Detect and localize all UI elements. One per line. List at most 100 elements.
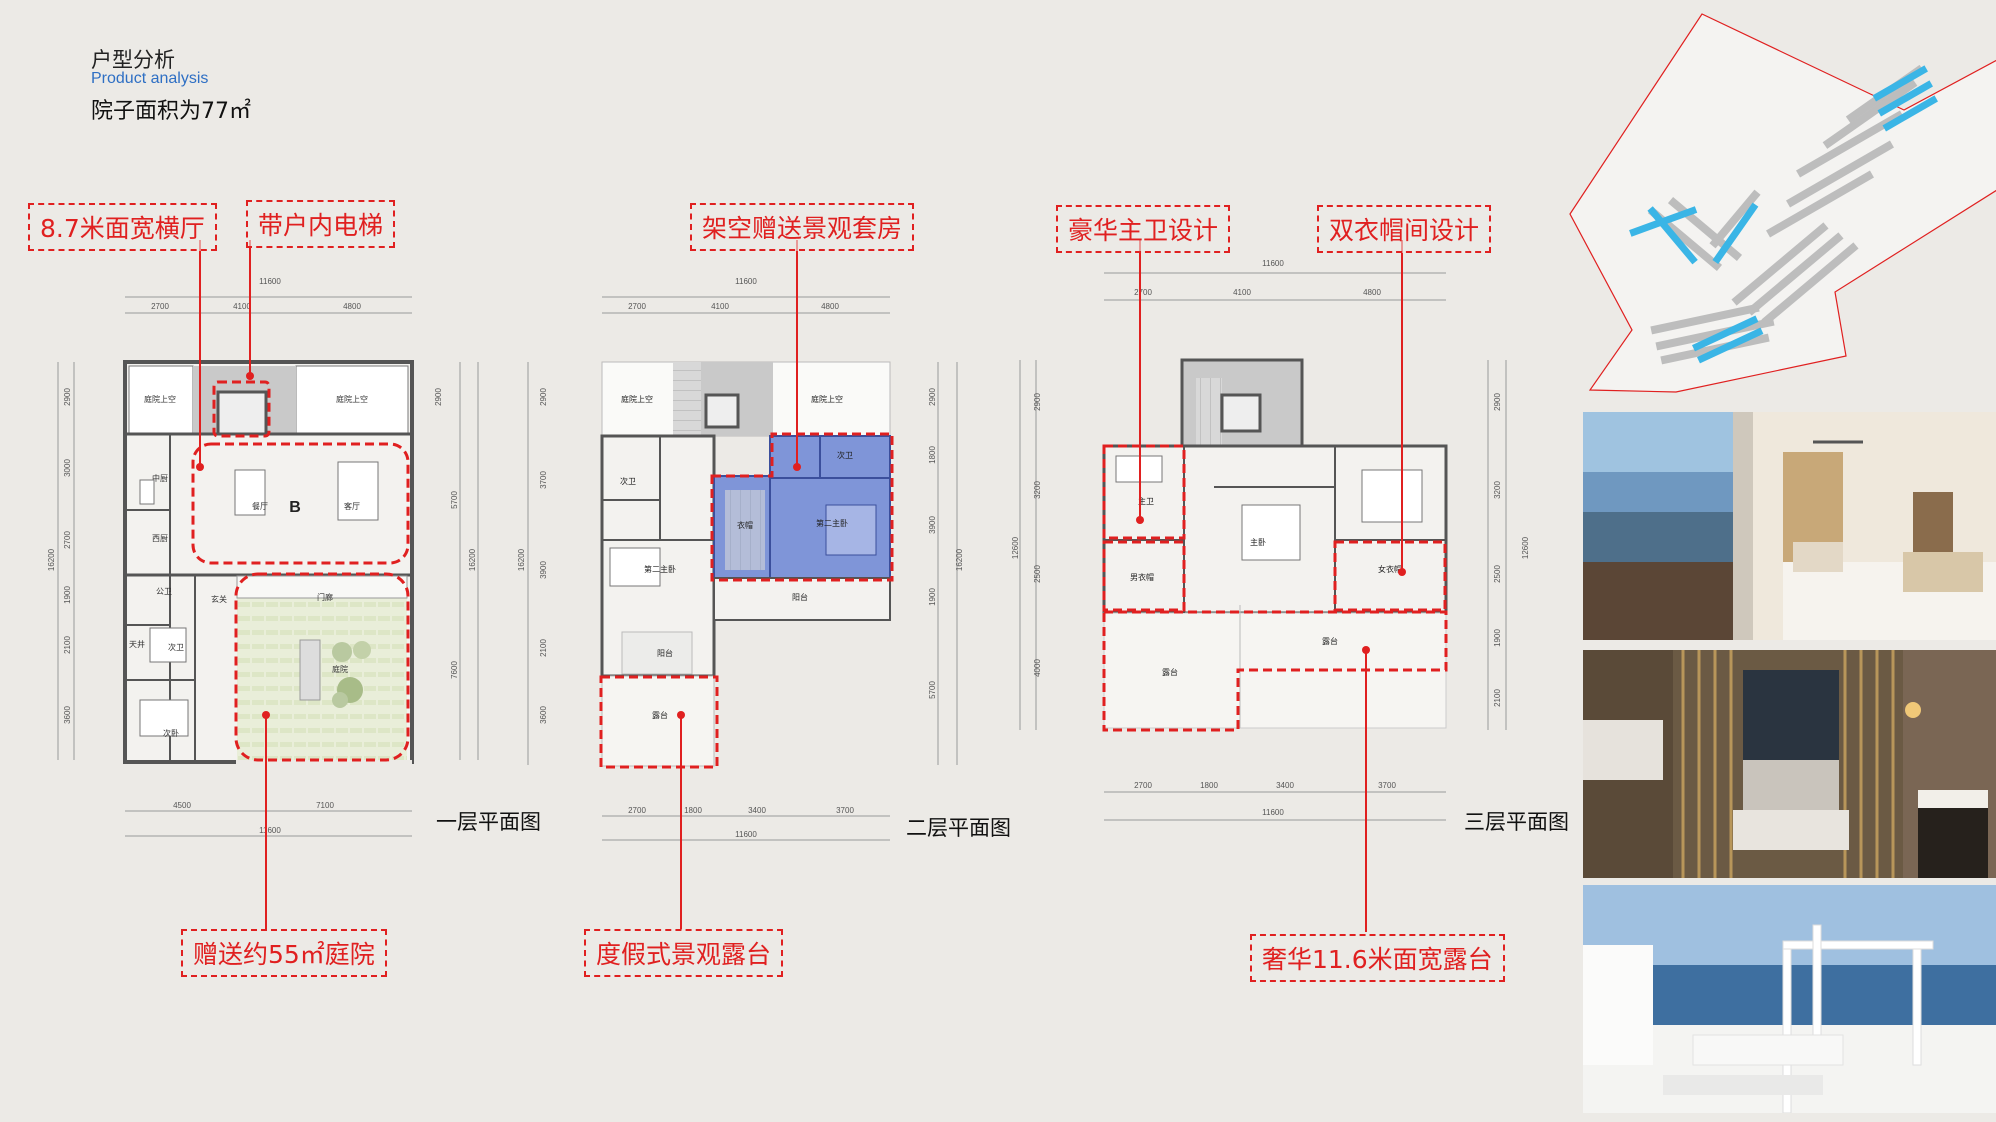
room-label: 露台 <box>652 710 668 720</box>
dim-top: 4100 <box>711 302 729 311</box>
dim-bottom: 3700 <box>836 806 854 815</box>
dim-right-total: 12600 <box>1521 536 1530 559</box>
dim-bottom-total: 11600 <box>259 826 281 835</box>
dim-right: 7600 <box>450 661 459 679</box>
room-label: 门廊 <box>317 592 333 602</box>
room-label: 庭院上空 <box>336 394 368 404</box>
floor-2-plan: 11600 2700 4100 4800 2700 1800 3400 3700… <box>517 240 964 930</box>
bedroom-photo <box>1583 412 1996 640</box>
dim-bottom: 2700 <box>628 806 646 815</box>
site-map <box>1569 13 1996 393</box>
dim-right: 2900 <box>928 388 937 406</box>
room-label: 阳台 <box>657 648 673 658</box>
room-label: 庭院上空 <box>621 394 653 404</box>
room-label: 中厨 <box>152 473 168 483</box>
dim-top: 4800 <box>1363 288 1381 297</box>
dim-right: 2900 <box>434 388 443 406</box>
dim-bottom-total: 11600 <box>1262 808 1284 817</box>
dim-bottom: 3700 <box>1378 781 1396 790</box>
terrace-photo <box>1583 885 1996 1113</box>
dim-right-total: 16200 <box>955 548 964 571</box>
yard-area-note: 院子面积为77㎡ <box>91 99 251 124</box>
room-label: 衣帽 <box>737 520 753 530</box>
dim-left: 4000 <box>1033 659 1042 677</box>
room-label: 女衣帽 <box>1378 564 1402 574</box>
dim-right: 1800 <box>928 446 937 464</box>
floor-1-label: 一层平面图 <box>436 810 541 834</box>
room-label: 露台 <box>1162 667 1178 677</box>
dim-left: 2100 <box>539 639 548 657</box>
callout-master-bath: 豪华主卫设计 <box>1056 205 1231 253</box>
room-label: 庭院 <box>332 664 348 674</box>
room-label: 餐厅 <box>252 502 268 511</box>
dim-left: 2500 <box>1033 565 1042 583</box>
room-label: 阳台 <box>792 592 808 602</box>
dim-right: 2100 <box>1493 689 1502 707</box>
dim-bottom: 3400 <box>748 806 766 815</box>
dim-top: 4800 <box>821 302 839 311</box>
dim-bottom: 1800 <box>1200 781 1218 790</box>
dim-right-total: 16200 <box>468 548 477 571</box>
room-label: 次卫 <box>168 642 184 652</box>
dim-right: 1900 <box>928 588 937 606</box>
room-label: 庭院上空 <box>144 394 176 404</box>
floor-3-label: 三层平面图 <box>1464 810 1569 834</box>
callout-terrace-l2: 度假式景观露台 <box>584 929 784 977</box>
callout-hall-width: 8.7米面宽横厅 <box>28 203 217 251</box>
page-subtitle: Product analysis <box>91 70 209 87</box>
dim-total: 11600 <box>259 277 281 286</box>
room-label: 主卧 <box>1250 537 1266 547</box>
dim-bottom: 3400 <box>1276 781 1294 790</box>
callout-terrace-l3: 奢华11.6米面宽露台 <box>1250 934 1505 982</box>
room-label: 庭院上空 <box>811 394 843 404</box>
dim-bottom-total: 11600 <box>735 830 757 839</box>
dim-total: 11600 <box>735 277 757 286</box>
dim-right: 3200 <box>1493 481 1502 499</box>
room-label: 天井 <box>129 639 145 649</box>
dim-left: 1900 <box>63 586 72 604</box>
dim-left: 3900 <box>539 561 548 579</box>
dim-right: 2500 <box>1493 565 1502 583</box>
dim-right: 5700 <box>928 681 937 699</box>
dim-left-total: 16200 <box>47 548 56 571</box>
dim-top: 2700 <box>1134 288 1152 297</box>
dim-bottom: 1800 <box>684 806 702 815</box>
floor-1-plan: 11600 2700 4100 4800 4500 7100 11600 290… <box>47 240 479 930</box>
room-label: 男衣帽 <box>1130 572 1154 582</box>
room-label: 次卫 <box>620 476 636 486</box>
dim-bottom: 7100 <box>316 801 334 810</box>
dim-top: 2700 <box>151 302 169 311</box>
dim-left-total: 16200 <box>517 548 526 571</box>
dim-left: 2900 <box>1033 393 1042 411</box>
room-label: 主卫 <box>1138 496 1154 506</box>
room-label: 客厅 <box>344 501 360 511</box>
room-label: 公卫 <box>156 587 172 596</box>
room-label: 次卫 <box>837 450 853 460</box>
callout-elevator: 带户内电梯 <box>246 200 396 248</box>
dim-left: 2700 <box>63 531 72 549</box>
callout-courtyard: 赠送约55㎡庭院 <box>181 929 387 977</box>
room-label: 第二主卧 <box>816 518 848 528</box>
floor-2-label: 二层平面图 <box>906 816 1011 840</box>
dim-bottom: 2700 <box>1134 781 1152 790</box>
room-label: 露台 <box>1322 636 1338 646</box>
room-label: 次卧 <box>163 728 179 738</box>
dim-left: 3600 <box>539 706 548 724</box>
dim-bottom: 4500 <box>173 801 191 810</box>
dim-top: 2700 <box>628 302 646 311</box>
dim-left: 3700 <box>539 471 548 489</box>
callout-double-closet: 双衣帽间设计 <box>1317 205 1492 253</box>
dim-left: 3200 <box>1033 481 1042 499</box>
dim-right: 2900 <box>1493 393 1502 411</box>
dim-left: 2100 <box>63 636 72 654</box>
room-label: 玄关 <box>211 594 227 604</box>
dim-top: 4800 <box>343 302 361 311</box>
floor-3-plan: 11600 2700 4100 4800 2700 1800 3400 3700… <box>1011 240 1530 932</box>
page-title: 户型分析 <box>91 48 175 72</box>
room-marker: B <box>289 499 301 516</box>
dim-left: 2900 <box>63 388 72 406</box>
dim-left: 3600 <box>63 706 72 724</box>
dim-right: 3900 <box>928 516 937 534</box>
dim-left: 3000 <box>63 459 72 477</box>
